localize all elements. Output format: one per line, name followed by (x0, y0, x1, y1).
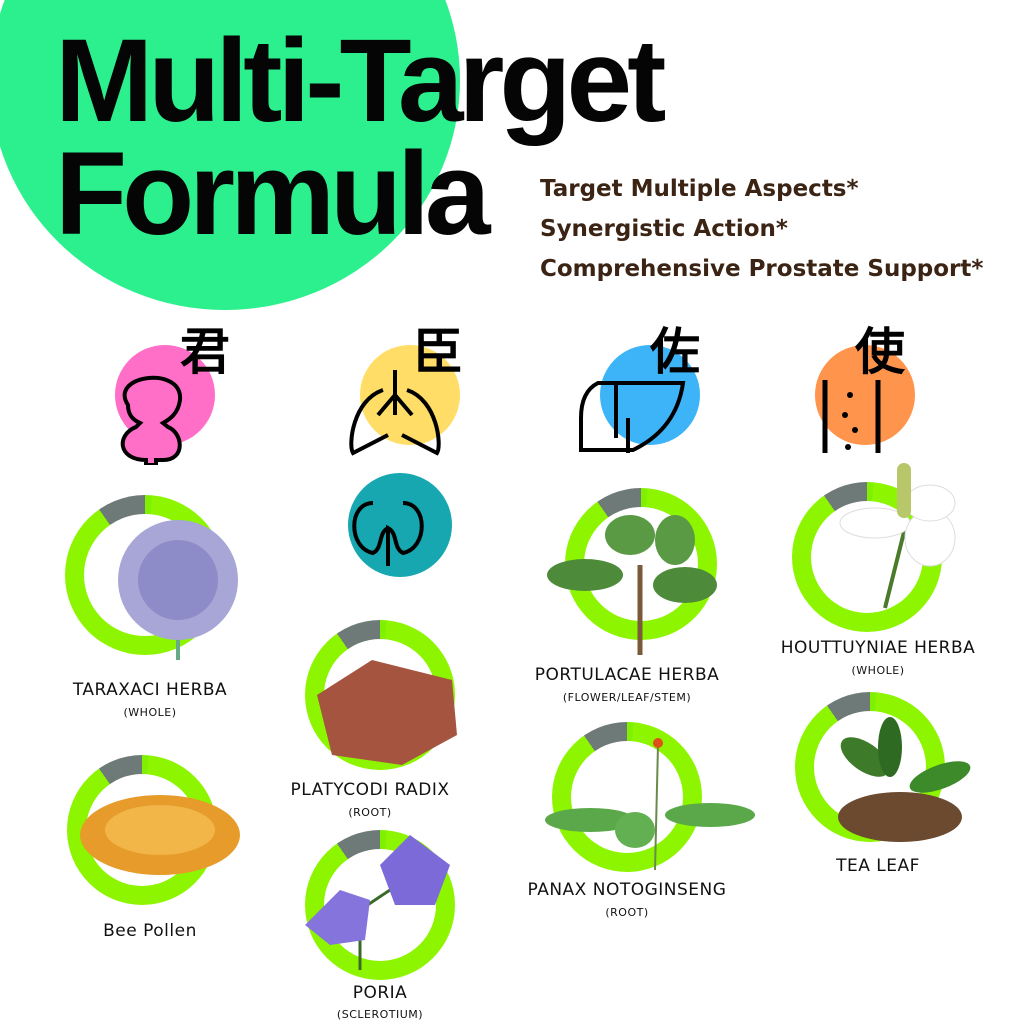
ingredient-part: (WHOLE) (851, 664, 905, 677)
taraxaci-image (118, 520, 238, 660)
kidneys-icon (352, 501, 424, 566)
houttuyniae-image (839, 463, 956, 609)
poria-image (305, 835, 450, 970)
panax-image (545, 738, 755, 871)
ingredient-part: (WHOLE) (123, 706, 177, 719)
ingredient-part: (FLOWER/LEAF/STEM) (562, 691, 692, 704)
ingredient-name: TARAXACI HERBA (72, 680, 228, 700)
lungs-icon (349, 370, 441, 456)
role-char-zuo: 佐 (650, 322, 700, 381)
tagline-1: Target Multiple Aspects* (540, 176, 859, 202)
role-char-chen: 臣 (413, 322, 463, 381)
ingredient-name: PORTULACAE HERBA (534, 665, 720, 685)
portulacae-image (547, 515, 717, 655)
role-char-shi: 使 (855, 322, 905, 381)
ingredient-name: PANAX NOTOGINSENG (527, 880, 727, 900)
ingredient-name: TEA LEAF (836, 856, 920, 876)
ingredient-name: Bee Pollen (103, 921, 197, 941)
ingredient-name: PLATYCODI RADIX (290, 780, 450, 800)
intestine-icon-bg (815, 345, 915, 445)
title-line-1: Multi-Target (55, 15, 666, 147)
ingredient-ring (552, 722, 702, 872)
ingredient-part: (SCLEROTIUM) (336, 1008, 424, 1021)
liver-icon (579, 381, 686, 453)
kidneys-icon-bg (348, 473, 452, 577)
tea-leaf-image (838, 717, 971, 842)
bee-pollen-image (80, 795, 240, 875)
ingredient-name: HOUTTUYNIAE HERBA (780, 638, 976, 658)
ingredient-part: (ROOT) (348, 806, 392, 819)
prostate-icon (120, 375, 183, 465)
tagline-3: Comprehensive Prostate Support* (540, 256, 984, 282)
title-line-2: Formula (55, 128, 490, 260)
tagline-2: Synergistic Action* (540, 216, 788, 242)
role-char-jun: 君 (180, 322, 230, 381)
ingredient-part: (ROOT) (605, 906, 649, 919)
platycodi-image (317, 660, 457, 765)
intestine-icon (822, 380, 881, 453)
ingredient-name: PORIA (352, 983, 408, 1003)
